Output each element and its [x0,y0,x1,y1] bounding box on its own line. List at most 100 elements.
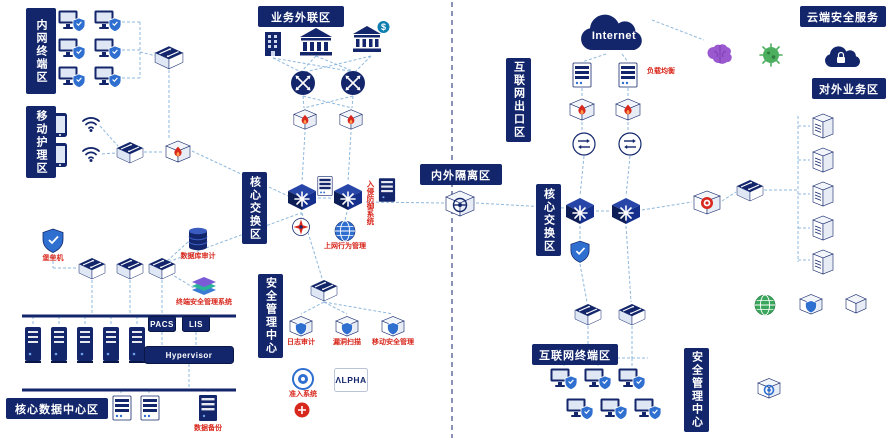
pc-shield-icon [600,398,628,422]
dc-server-1 [24,326,42,364]
dc-server-2 [50,326,68,364]
switch3d-icon [154,44,184,70]
endpoint-security-mgmt: 终端安全管理系统 [176,274,232,306]
rsc-shield [798,292,824,316]
navy-box-icon [182,316,210,332]
inet-pc-5 [600,398,628,422]
server-tower-icon [128,326,146,364]
switch3d-icon [78,256,106,280]
navy-bar-icon [144,346,234,364]
firewall-icon [568,96,596,122]
backup-rack-caption: 数据备份 [194,425,222,432]
lb-label: 负载均衡 [647,67,675,75]
bastion-host: 堡垒机 [42,228,64,262]
zone-label-core-datacenter: 核心数据中心区 [6,398,108,419]
rack-navy-icon [378,176,396,204]
external-firewall-1 [292,106,318,132]
waf-cube-icon [692,188,722,216]
shield-cube-icon [288,314,314,338]
exit-firewall-2 [614,96,642,122]
phone-icon [52,142,68,168]
edge-shield [570,240,590,264]
ext-server-4 [810,214,836,242]
bank-dollar-icon: $ [352,20,390,56]
svg-text:$: $ [381,22,386,32]
rsc-globe [754,294,776,316]
zone-label-isolation: 内外隔离区 [420,164,502,185]
cloud-antivirus [758,42,784,68]
exit-firewall-1 [568,96,596,122]
intranet-pc-4 [94,38,122,62]
dc-server-5 [128,326,146,364]
round-badge-icon [292,368,314,390]
server3d-icon [810,146,836,174]
server3d-icon [810,248,836,276]
zone-label-core-switch-left: 核心交换区 [242,172,267,244]
pc-shield-icon [584,368,612,392]
brain-icon [706,42,734,66]
star-badge-icon [292,218,310,236]
switch3d-icon [736,178,764,202]
core-switch-right-2 [610,196,642,226]
switch3d-icon [618,302,646,326]
zone-label-external-business: 对外业务区 [812,78,886,99]
internet-switch-2 [618,302,646,326]
pacs-system-label: PACS [150,319,174,329]
server3d-icon [810,112,836,140]
inet-pc-6 [634,398,662,422]
database-audit: 数据库审计 [181,226,216,260]
link-device-2 [618,62,638,88]
dc-switch-1 [78,256,106,280]
lis-system: LIS [182,316,210,332]
zone-label-security-center-left: 安全管理中心 [258,274,283,358]
red-badge-icon [294,402,310,418]
zone-label-internet-exit: 互联网出口区 [506,58,531,142]
internet-switch-1 [574,302,602,326]
zone-label-mobile-nursing: 移动护理区 [26,106,56,178]
zone-label-internet-terminal: 互联网终端区 [532,344,618,365]
zone-label-cloud-services: 云端安全服务 [800,6,886,27]
dc-server-4 [102,326,120,364]
lens-cube-icon [756,376,782,400]
rsc-cube [844,292,868,314]
vuln-scan: 漏洞扫描 [333,314,361,346]
pc-shield-icon [550,368,578,392]
ai-brain [706,42,734,66]
core-switch-icon [286,182,318,212]
intranet-access-switch [154,44,184,70]
backup-rack: 数据备份 [194,392,222,432]
switch3d-icon [116,256,144,280]
secmgmt-switch [310,278,338,302]
shield-cube-icon [334,314,360,338]
shield-cube-icon [798,292,824,316]
rack-icon [112,394,132,422]
pacs-system: PACS [148,316,176,332]
lb-circle-icon [572,132,596,156]
intranet-pc-3 [58,38,86,62]
server3d-icon [810,180,836,208]
rack-navy-icon [198,392,218,424]
log-audit-caption: 日志审计 [287,339,315,346]
lis-system-label: LIS [189,319,203,329]
secure-cloud [822,44,862,70]
mobile-security: 移动安全管理 [372,314,414,346]
pc-shield-icon [58,66,86,90]
switch3d-icon [310,278,338,302]
alpha-platform: ΛLPHA [334,368,368,392]
ips-label: 入侵防御系统 [366,179,375,225]
external-router-2 [340,70,366,96]
pc-shield-icon [94,38,122,62]
link-device-1 [572,62,592,88]
wifi-icon [80,142,102,164]
waf-device [692,188,722,216]
inet-pc-3 [618,368,646,392]
internet-cloud: Internet [574,6,654,56]
hypervisor-label: Hypervisor [165,350,213,360]
server3d-icon [810,214,836,242]
firewall-icon [614,96,642,122]
pc-shield-icon [94,10,122,34]
lb-circle-icon [618,132,642,156]
ext-server-1 [810,112,836,140]
switch3d-icon [116,140,144,164]
